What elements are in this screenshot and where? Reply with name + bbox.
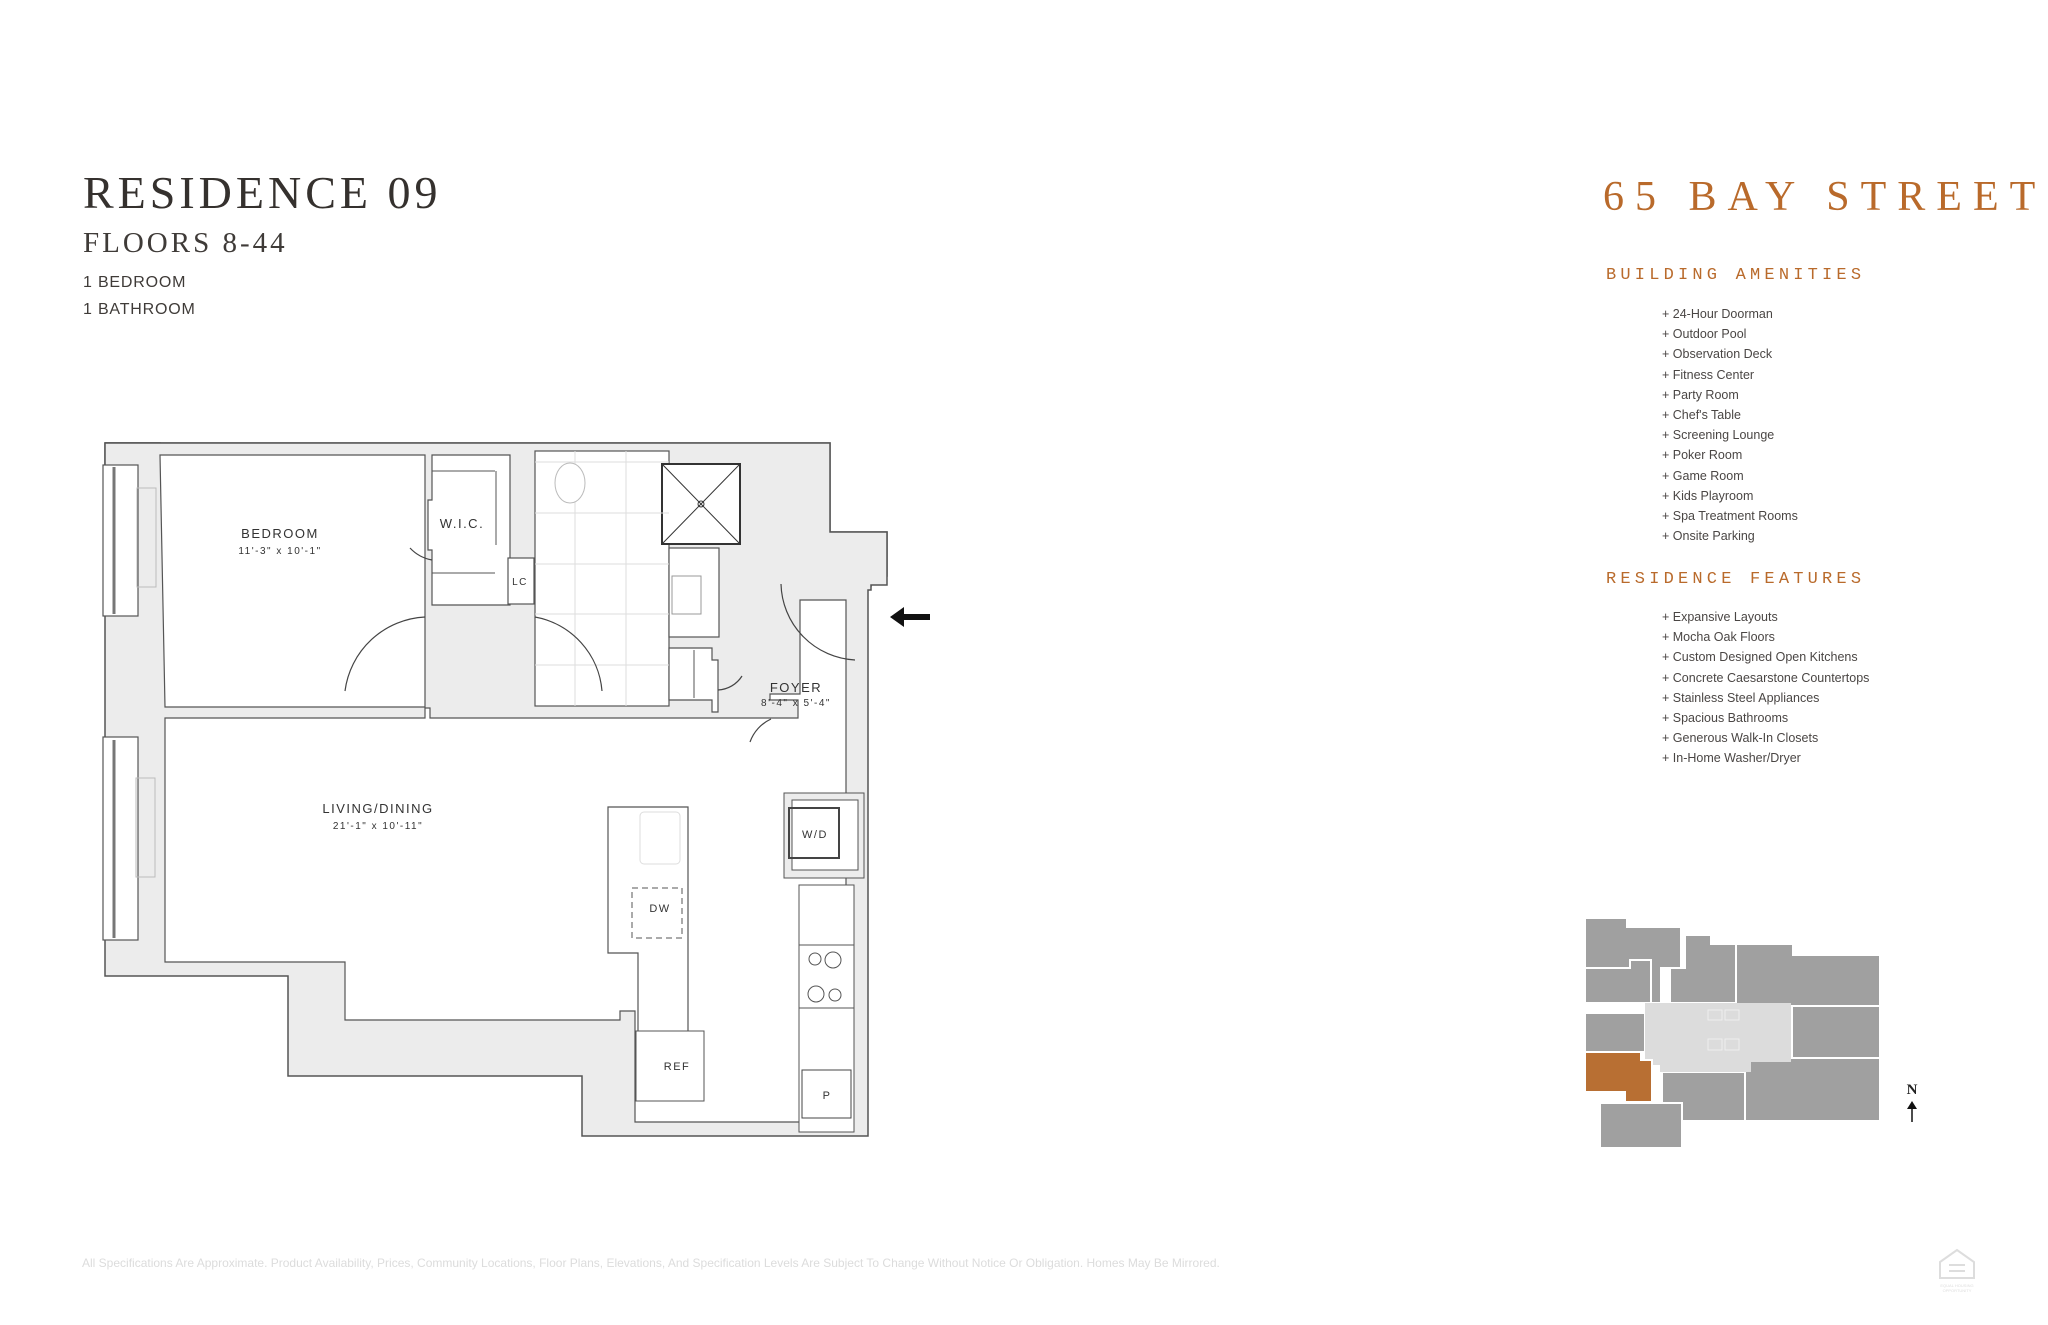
foyer-label: FOYER — [770, 680, 822, 695]
north-arrow-icon — [1907, 1101, 1917, 1122]
amenity-item: + Screening Lounge — [1662, 428, 1775, 443]
shower-icon — [661, 463, 741, 545]
feature-item: + Spacious Bathrooms — [1662, 710, 1789, 725]
amenity-item: + Onsite Parking — [1662, 529, 1755, 544]
floors-range: FLOORS 8-44 — [83, 227, 288, 259]
feature-item: + Stainless Steel Appliances — [1662, 690, 1820, 705]
keyplate — [1584, 917, 1881, 1149]
foyer-dims: 8'-4" x 5'-4" — [761, 698, 831, 709]
pantry-label: P — [823, 1090, 832, 1102]
feature-item: + Generous Walk-In Closets — [1662, 731, 1819, 746]
living-dims: 21'-1" x 10'-11" — [333, 821, 423, 832]
living-label: LIVING/DINING — [322, 801, 433, 816]
cooktop-icon — [798, 944, 855, 1009]
bedroom-count: 1 BEDROOM — [83, 274, 187, 291]
keyplate-elevators — [1707, 1009, 1740, 1051]
features-heading: RESIDENCE FEATURES — [1606, 570, 1866, 589]
disclaimer: All Specifications Are Approximate. Prod… — [82, 1256, 1220, 1270]
wic-label: W.I.C. — [440, 516, 484, 531]
amenity-item: + Chef's Table — [1662, 407, 1741, 422]
amenity-item: + Outdoor Pool — [1662, 327, 1747, 342]
amenity-item: + Poker Room — [1662, 448, 1743, 463]
bedroom-dims: 11'-3" x 10'-1" — [238, 546, 321, 557]
north-label: N — [1907, 1082, 1918, 1098]
amenity-item: + Kids Playroom — [1662, 488, 1754, 503]
amenity-item: + 24-Hour Doorman — [1662, 307, 1773, 321]
bathroom-count: 1 BATHROOM — [83, 301, 196, 318]
feature-item: + In-Home Washer/Dryer — [1662, 751, 1801, 766]
ref-label: REF — [664, 1061, 691, 1073]
kitchen-sink-icon — [639, 811, 681, 865]
refrigerator — [635, 1030, 705, 1102]
residence-title: RESIDENCE 09 — [83, 167, 442, 218]
amenity-item: + Spa Treatment Rooms — [1662, 508, 1798, 523]
eho-line1: EQUAL HOUSING — [1940, 1283, 1973, 1288]
entry-arrow-icon — [890, 607, 930, 627]
feature-item: + Concrete Caesarstone Countertops — [1662, 670, 1870, 685]
door-swings — [344, 547, 856, 743]
amenity-item: + Game Room — [1662, 468, 1744, 483]
features-list: + Expansive Layouts + Mocha Oak Floors +… — [1662, 607, 1869, 769]
closet-rods — [432, 470, 695, 698]
bedroom-label: BEDROOM — [241, 526, 319, 541]
dishwasher — [631, 887, 683, 939]
wd-label: W/D — [802, 829, 828, 841]
feature-item: + Mocha Oak Floors — [1662, 630, 1775, 645]
amenities-list: + 24-Hour Doorman + Outdoor Pool + Obser… — [1662, 304, 1798, 546]
walls — [102, 442, 888, 1137]
amenity-item: + Party Room — [1662, 387, 1739, 402]
equal-housing-icon — [1939, 1248, 1975, 1279]
lc-label: LC — [512, 577, 528, 588]
feature-item: + Expansive Layouts — [1662, 610, 1778, 624]
feature-item: + Custom Designed Open Kitchens — [1662, 650, 1858, 665]
toilet-icon — [554, 462, 586, 504]
washer-dryer — [788, 807, 840, 859]
amenities-heading: BUILDING AMENITIES — [1606, 266, 1866, 285]
building-name: 65 BAY STREET — [1603, 174, 2047, 220]
dw-label: DW — [649, 903, 670, 915]
sink-icon — [671, 575, 702, 615]
eho-line2: OPPORTUNITY — [1943, 1288, 1972, 1293]
amenity-item: + Fitness Center — [1662, 367, 1755, 382]
amenity-item: + Observation Deck — [1662, 347, 1773, 362]
pantry — [801, 1069, 852, 1119]
